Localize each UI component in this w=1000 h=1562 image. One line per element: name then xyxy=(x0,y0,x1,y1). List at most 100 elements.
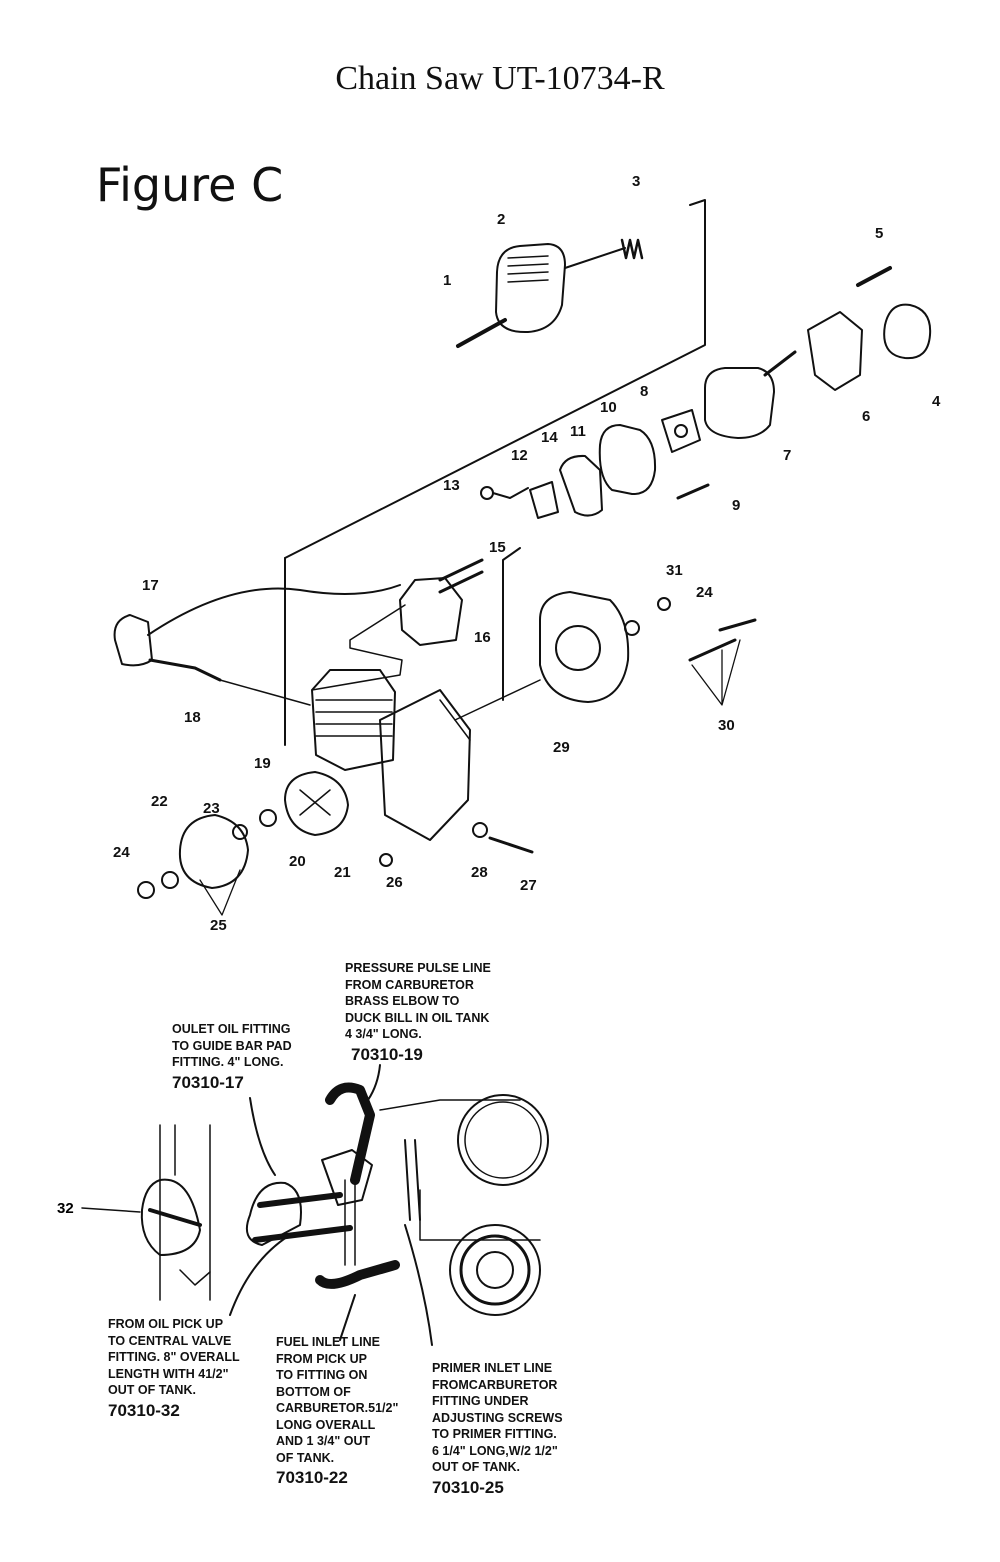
callout-15: 15 xyxy=(489,539,506,556)
note-line: ADJUSTING SCREWS xyxy=(432,1410,563,1425)
document-title: Chain Saw UT-10734-R xyxy=(335,60,665,97)
callout-27: 27 xyxy=(520,877,537,894)
filter-upper xyxy=(457,1094,549,1186)
note-line: PRIMER INLET LINE xyxy=(432,1361,553,1375)
part-2-cover xyxy=(495,243,566,334)
part-3-cable xyxy=(564,247,626,269)
note-line: FROMCARBURETOR xyxy=(432,1377,558,1392)
note-line: BOTTOM OF xyxy=(276,1384,351,1399)
note-line: FROM PICK UP xyxy=(276,1351,367,1366)
oil-fuel-line-detail xyxy=(81,1064,549,1346)
callout-18: 18 xyxy=(184,709,201,726)
note-line: DUCK BILL IN OIL TANK xyxy=(345,1010,490,1025)
note-line: CARBURETOR.51/2" xyxy=(276,1401,399,1415)
part-25-washer xyxy=(161,871,179,889)
callout-6: 6 xyxy=(862,408,870,425)
part-24-nut-lower xyxy=(137,881,155,899)
callout-8: 8 xyxy=(640,383,648,400)
callout-30: 30 xyxy=(718,717,735,734)
note-line: LONG OVERALL xyxy=(276,1417,376,1432)
note-line: TO CENTRAL VALVE xyxy=(108,1333,232,1348)
callout-12: 12 xyxy=(511,447,528,464)
callout-20: 20 xyxy=(289,853,306,870)
note-line: PRESSURE PULSE LINE xyxy=(345,961,491,975)
part-21-clutch xyxy=(284,771,349,836)
part-3-spring xyxy=(620,238,644,260)
callout-26: 26 xyxy=(386,874,403,891)
part-number: 70310-22 xyxy=(276,1468,348,1487)
callout-24-lower: 24 xyxy=(113,844,130,861)
note-outlet-oil-fitting: OULET OIL FITTING TO GUIDE BAR PAD FITTI… xyxy=(172,1021,292,1094)
note-line: TO PRIMER FITTING. xyxy=(432,1427,557,1441)
carburetor-fitting xyxy=(321,1149,373,1206)
callout-24-upper: 24 xyxy=(696,584,713,601)
callout-21: 21 xyxy=(334,864,351,881)
part-20-washer xyxy=(259,809,277,827)
part-22-clutch-drum xyxy=(178,814,249,889)
callout-31: 31 xyxy=(666,562,683,579)
part-8-gasket xyxy=(661,409,701,453)
part-31-washer xyxy=(624,620,640,636)
callout-13: 13 xyxy=(443,477,460,494)
note-line: LENGTH WITH 41/2" xyxy=(108,1366,229,1381)
callout-9: 9 xyxy=(732,497,740,514)
note-line: OULET OIL FITTING xyxy=(172,1022,291,1036)
callout-2: 2 xyxy=(497,211,505,228)
part-number: 70310-19 xyxy=(351,1044,423,1064)
note-line: 4 3/4" LONG. xyxy=(345,1027,422,1041)
note-line: FROM OIL PICK UP xyxy=(108,1317,224,1331)
part-18-spark-plug xyxy=(148,658,222,682)
note-line: AND 1 3/4" OUT xyxy=(276,1434,371,1448)
part-10-intake xyxy=(598,424,657,496)
part-7-carburetor xyxy=(704,367,775,439)
callout-7: 7 xyxy=(783,447,791,464)
cylinder xyxy=(311,669,396,771)
callout-14: 14 xyxy=(541,429,558,446)
note-line: FITTING. 8" OVERALL xyxy=(108,1350,240,1364)
note-line: 6 1/4" LONG,W/2 1/2" xyxy=(432,1443,558,1458)
callout-22: 22 xyxy=(151,793,168,810)
part-15-screws xyxy=(438,558,484,594)
part-6-housing xyxy=(807,311,863,391)
frame-line-mid xyxy=(502,547,521,701)
note-oil-pickup-line: FROM OIL PICK UP TO CENTRAL VALVE FITTIN… xyxy=(108,1316,240,1422)
part-number: 70310-17 xyxy=(172,1072,244,1092)
callout-23: 23 xyxy=(203,800,220,817)
part-16-ignition-coil xyxy=(399,577,463,646)
callout-1: 1 xyxy=(443,272,451,289)
callout-19: 19 xyxy=(254,755,271,772)
part-9-screw xyxy=(676,483,710,500)
part-14-gasket xyxy=(559,454,603,517)
part-24-nut-upper xyxy=(657,597,671,611)
filter-lower xyxy=(449,1224,541,1316)
part-26-nut xyxy=(379,853,393,867)
frame-line-upper xyxy=(284,199,706,559)
note-line: OUT OF TANK. xyxy=(432,1460,520,1474)
callout-17: 17 xyxy=(142,577,159,594)
callout-32: 32 xyxy=(57,1200,74,1217)
callout-11: 11 xyxy=(570,423,586,440)
ignition-wire xyxy=(147,584,401,636)
part-23-bearing xyxy=(232,824,248,840)
callout-5: 5 xyxy=(875,225,883,242)
callout-28: 28 xyxy=(471,864,488,881)
callout-4: 4 xyxy=(932,393,941,410)
note-primer-inlet-line: PRIMER INLET LINE FROMCARBURETOR FITTING… xyxy=(432,1360,563,1499)
part-17-spark-plug-boot xyxy=(113,614,153,667)
note-line: FROM CARBURETOR xyxy=(345,977,474,992)
callout-10: 10 xyxy=(600,399,617,416)
note-line: FITTING UNDER xyxy=(432,1394,529,1408)
callout-3: 3 xyxy=(632,173,640,190)
note-line: FITTING. 4" LONG. xyxy=(172,1055,284,1069)
part-1-screw xyxy=(456,318,507,348)
part-5-bolt xyxy=(856,266,892,287)
part-number: 70310-25 xyxy=(432,1477,504,1497)
figure-label: Figure C xyxy=(96,158,284,212)
callout-numbers: 1 2 3 4 5 6 7 8 9 10 11 12 13 14 15 16 1… xyxy=(113,173,941,934)
part-32-filler-cap xyxy=(140,1178,201,1256)
part-4-filter xyxy=(883,303,932,360)
note-line: OF TANK. xyxy=(276,1450,335,1465)
part-number: 70310-32 xyxy=(108,1400,180,1420)
part-28-washer xyxy=(472,822,488,838)
note-fuel-inlet-line: FUEL INLET LINE FROM PICK UP TO FITTING … xyxy=(276,1334,398,1489)
